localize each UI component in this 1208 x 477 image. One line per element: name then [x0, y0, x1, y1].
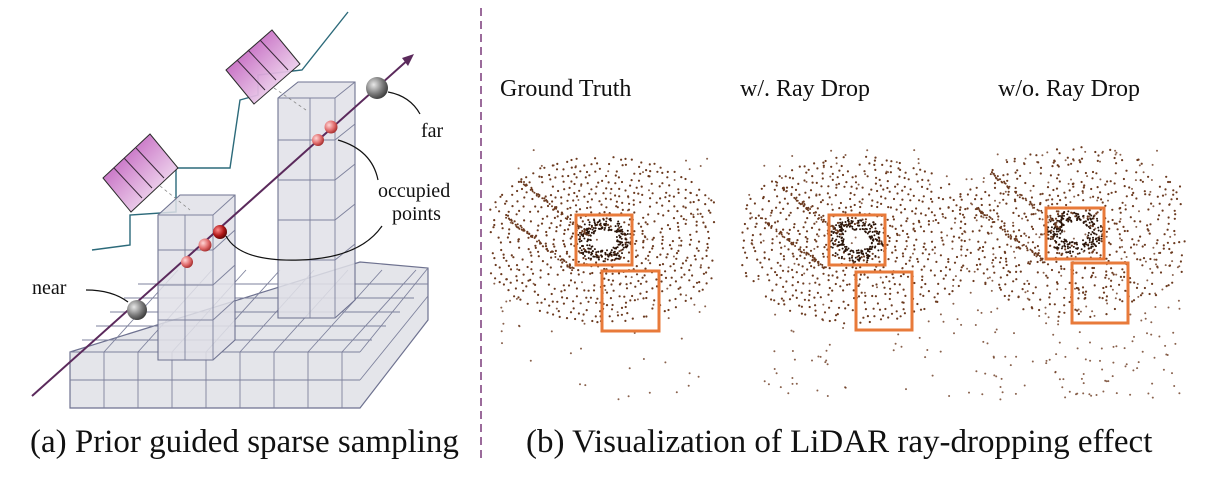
image-plane-lower	[102, 133, 179, 213]
occupied-point	[213, 225, 227, 239]
occupied-point	[312, 134, 324, 146]
column-title-with-ray-drop: w/. Ray Drop	[740, 76, 870, 102]
occupied-label-line2: points	[392, 203, 441, 225]
column-title-without-ray-drop: w/o. Ray Drop	[998, 76, 1140, 102]
occupied-point	[198, 238, 212, 252]
highlight-boxes	[574, 206, 1130, 333]
voxel-base	[69, 261, 429, 409]
highlight-box-center	[827, 213, 887, 267]
highlight-box-lower	[600, 269, 661, 333]
voxel-column-short	[157, 194, 236, 361]
caption-right: (b) Visualization of LiDAR ray-dropping …	[526, 424, 1153, 460]
caption-left: (a) Prior guided sparse sampling	[30, 424, 459, 460]
point-cloud-with-ray-drop	[741, 149, 968, 397]
near-leader	[85, 289, 129, 303]
occupied-point	[324, 120, 338, 134]
highlight-box-center	[574, 213, 634, 267]
image-plane-upper	[225, 29, 301, 105]
voxel-diagram	[31, 11, 429, 409]
occupied-label-line1: occupied	[378, 180, 451, 202]
occupied-leader-upper	[337, 139, 379, 181]
occupied-leader-lower	[225, 225, 383, 261]
near-sphere	[127, 300, 147, 320]
ray-arrowhead	[402, 54, 414, 66]
far-label: far	[421, 120, 444, 142]
far-leader	[387, 91, 421, 115]
highlight-box-lower	[854, 270, 914, 332]
highlight-box-center	[1044, 206, 1106, 261]
occupied-point	[181, 256, 193, 268]
highlight-box-lower	[1070, 261, 1130, 325]
far-sphere	[366, 77, 388, 99]
voxel-column-tall	[277, 81, 356, 319]
near-label: near	[32, 277, 67, 299]
column-title-ground-truth: Ground Truth	[500, 76, 632, 102]
point-cloud-without-ray-drop	[959, 146, 1186, 401]
